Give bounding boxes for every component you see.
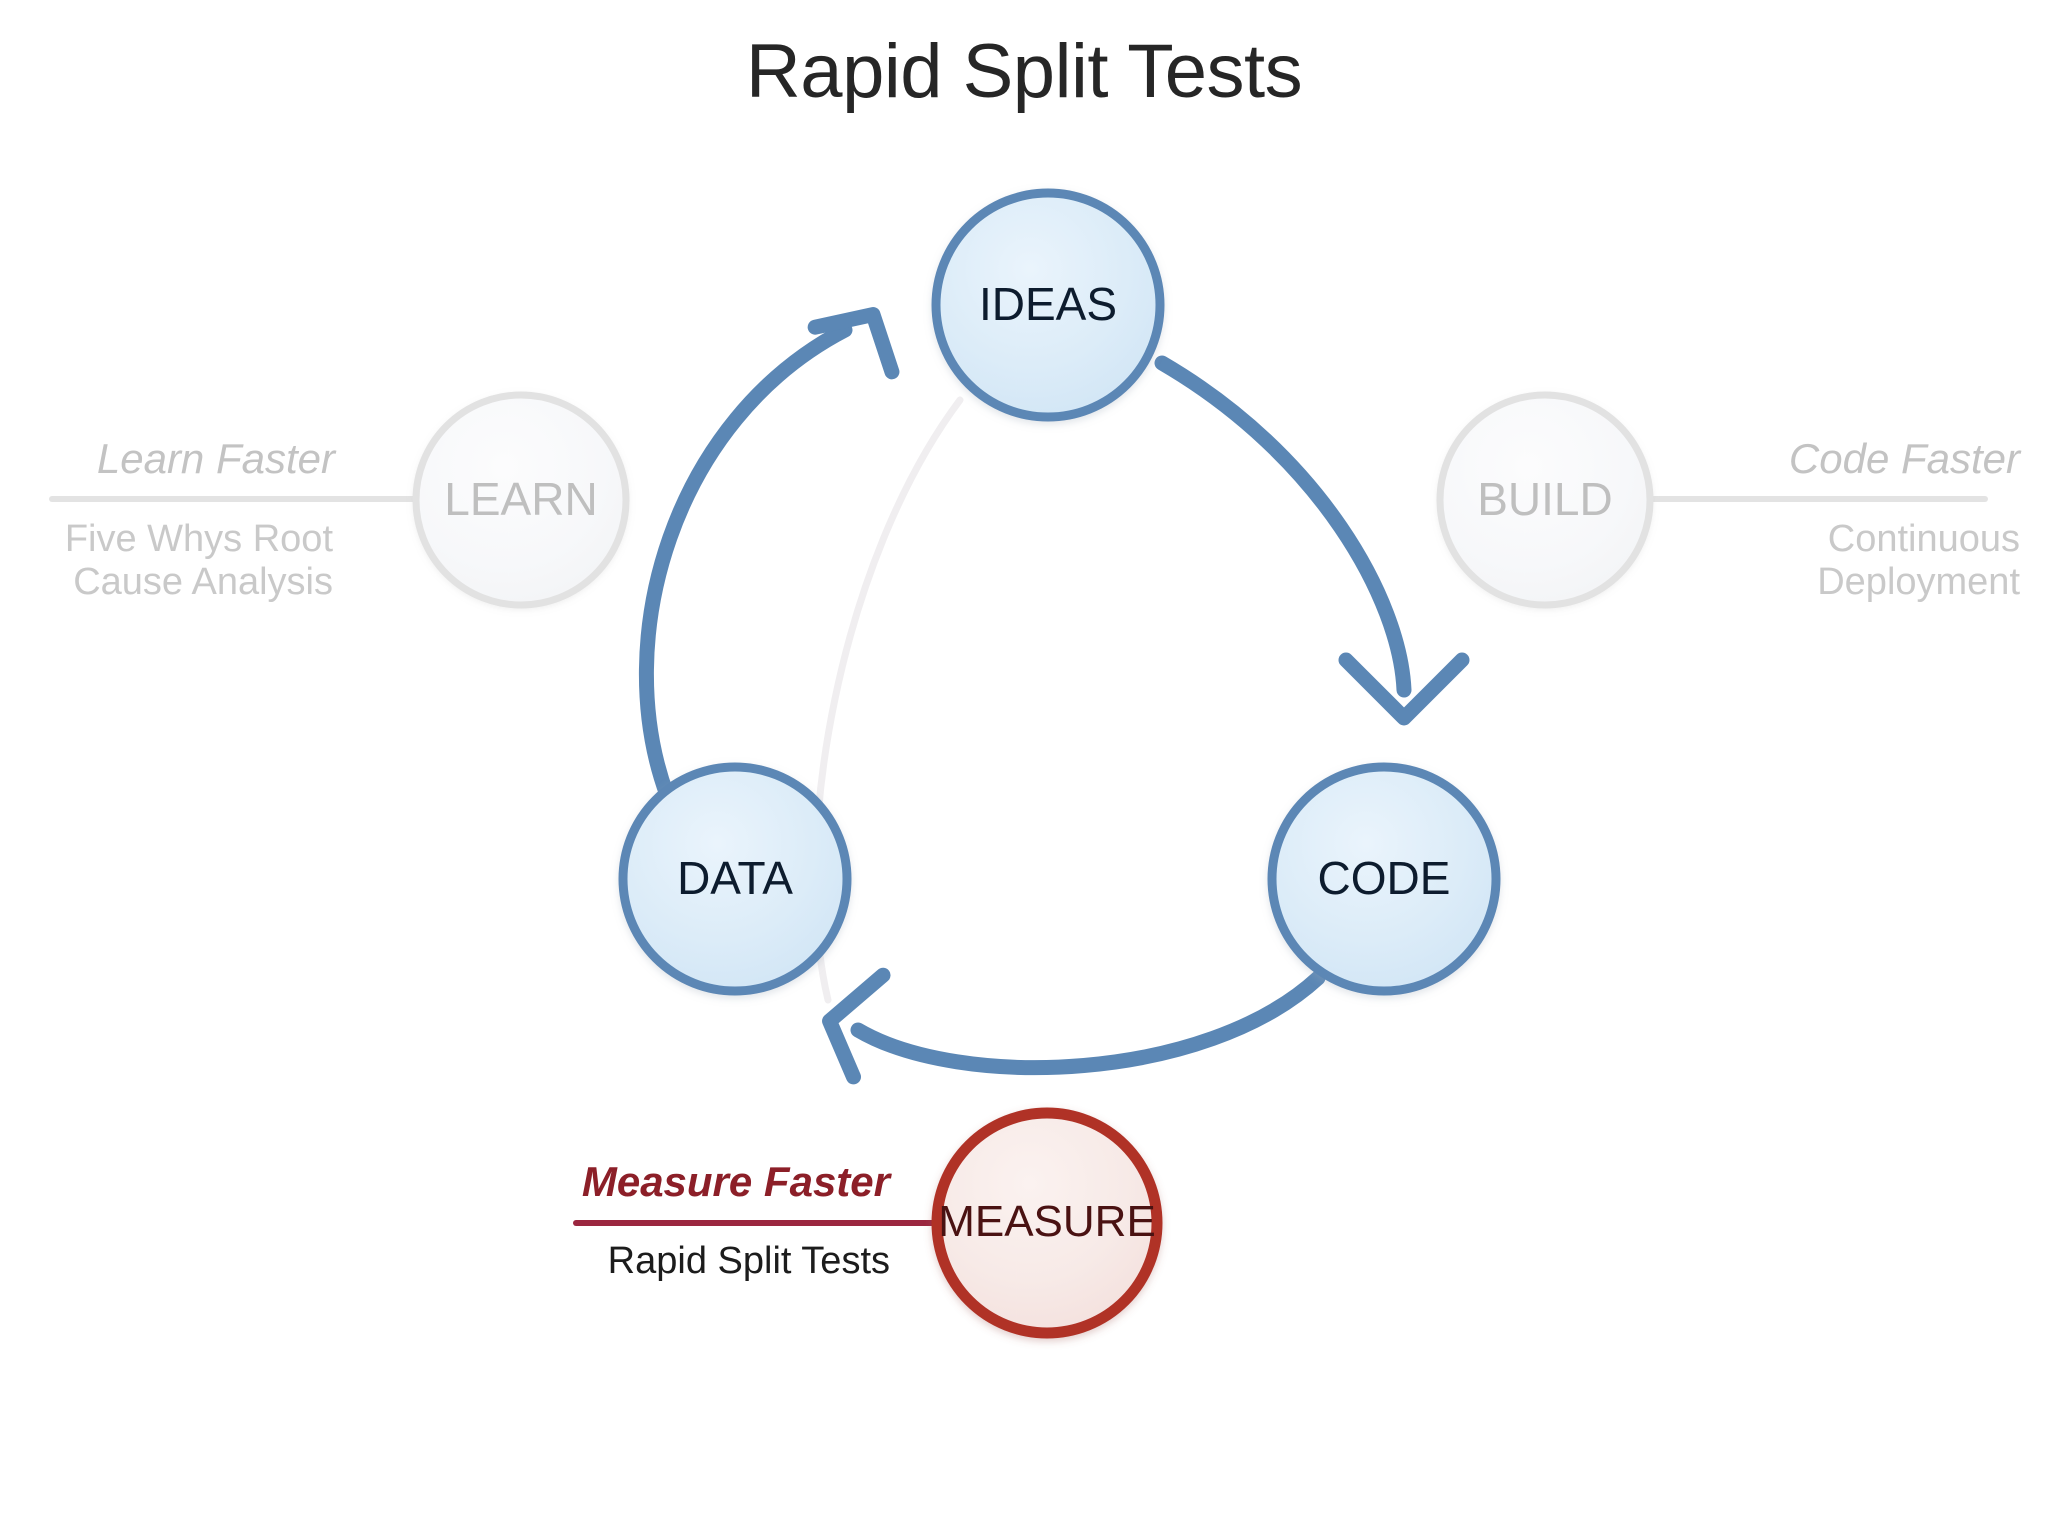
measure-annotation-headline: Measure Faster — [581, 1158, 890, 1205]
measure-annotation-detail: Rapid Split Tests — [560, 1240, 890, 1283]
build-annotation-detail: Continuous Deployment — [1685, 518, 2020, 603]
node-circle-measure[interactable] — [931, 1107, 1163, 1339]
arrow-data-to-ideas — [638, 307, 900, 803]
node-circle-code[interactable] — [1267, 762, 1501, 996]
learn-annotation-headline: Learn Faster — [96, 435, 335, 482]
arrow-code-to-data — [822, 967, 1326, 1085]
build-annotation: Code Faster — [1685, 437, 2020, 481]
node-circle-build[interactable] — [1436, 391, 1654, 609]
node-circle-data[interactable] — [618, 762, 852, 996]
build-annotation-headline: Code Faster — [1788, 435, 2020, 482]
learn-annotation-detail-line2: Cause Analysis — [73, 560, 333, 603]
arrow-ideas-to-code — [1154, 355, 1470, 726]
learn-annotation: Learn Faster — [0, 437, 335, 481]
node-circle-ideas[interactable] — [931, 188, 1165, 422]
node-circle-learn[interactable] — [412, 391, 630, 609]
measure-annotation-detail-line1: Rapid Split Tests — [607, 1240, 890, 1282]
page-title: Rapid Split Tests — [745, 29, 1303, 114]
learn-annotation-detail: Five Whys Root Cause Analysis — [0, 518, 333, 603]
measure-annotation: Measure Faster — [560, 1160, 890, 1204]
build-annotation-detail-line2: Deployment — [1817, 560, 2020, 603]
build-annotation-detail-line1: Continuous — [1827, 518, 2020, 560]
learn-annotation-detail-line1: Five Whys Root — [64, 518, 333, 560]
